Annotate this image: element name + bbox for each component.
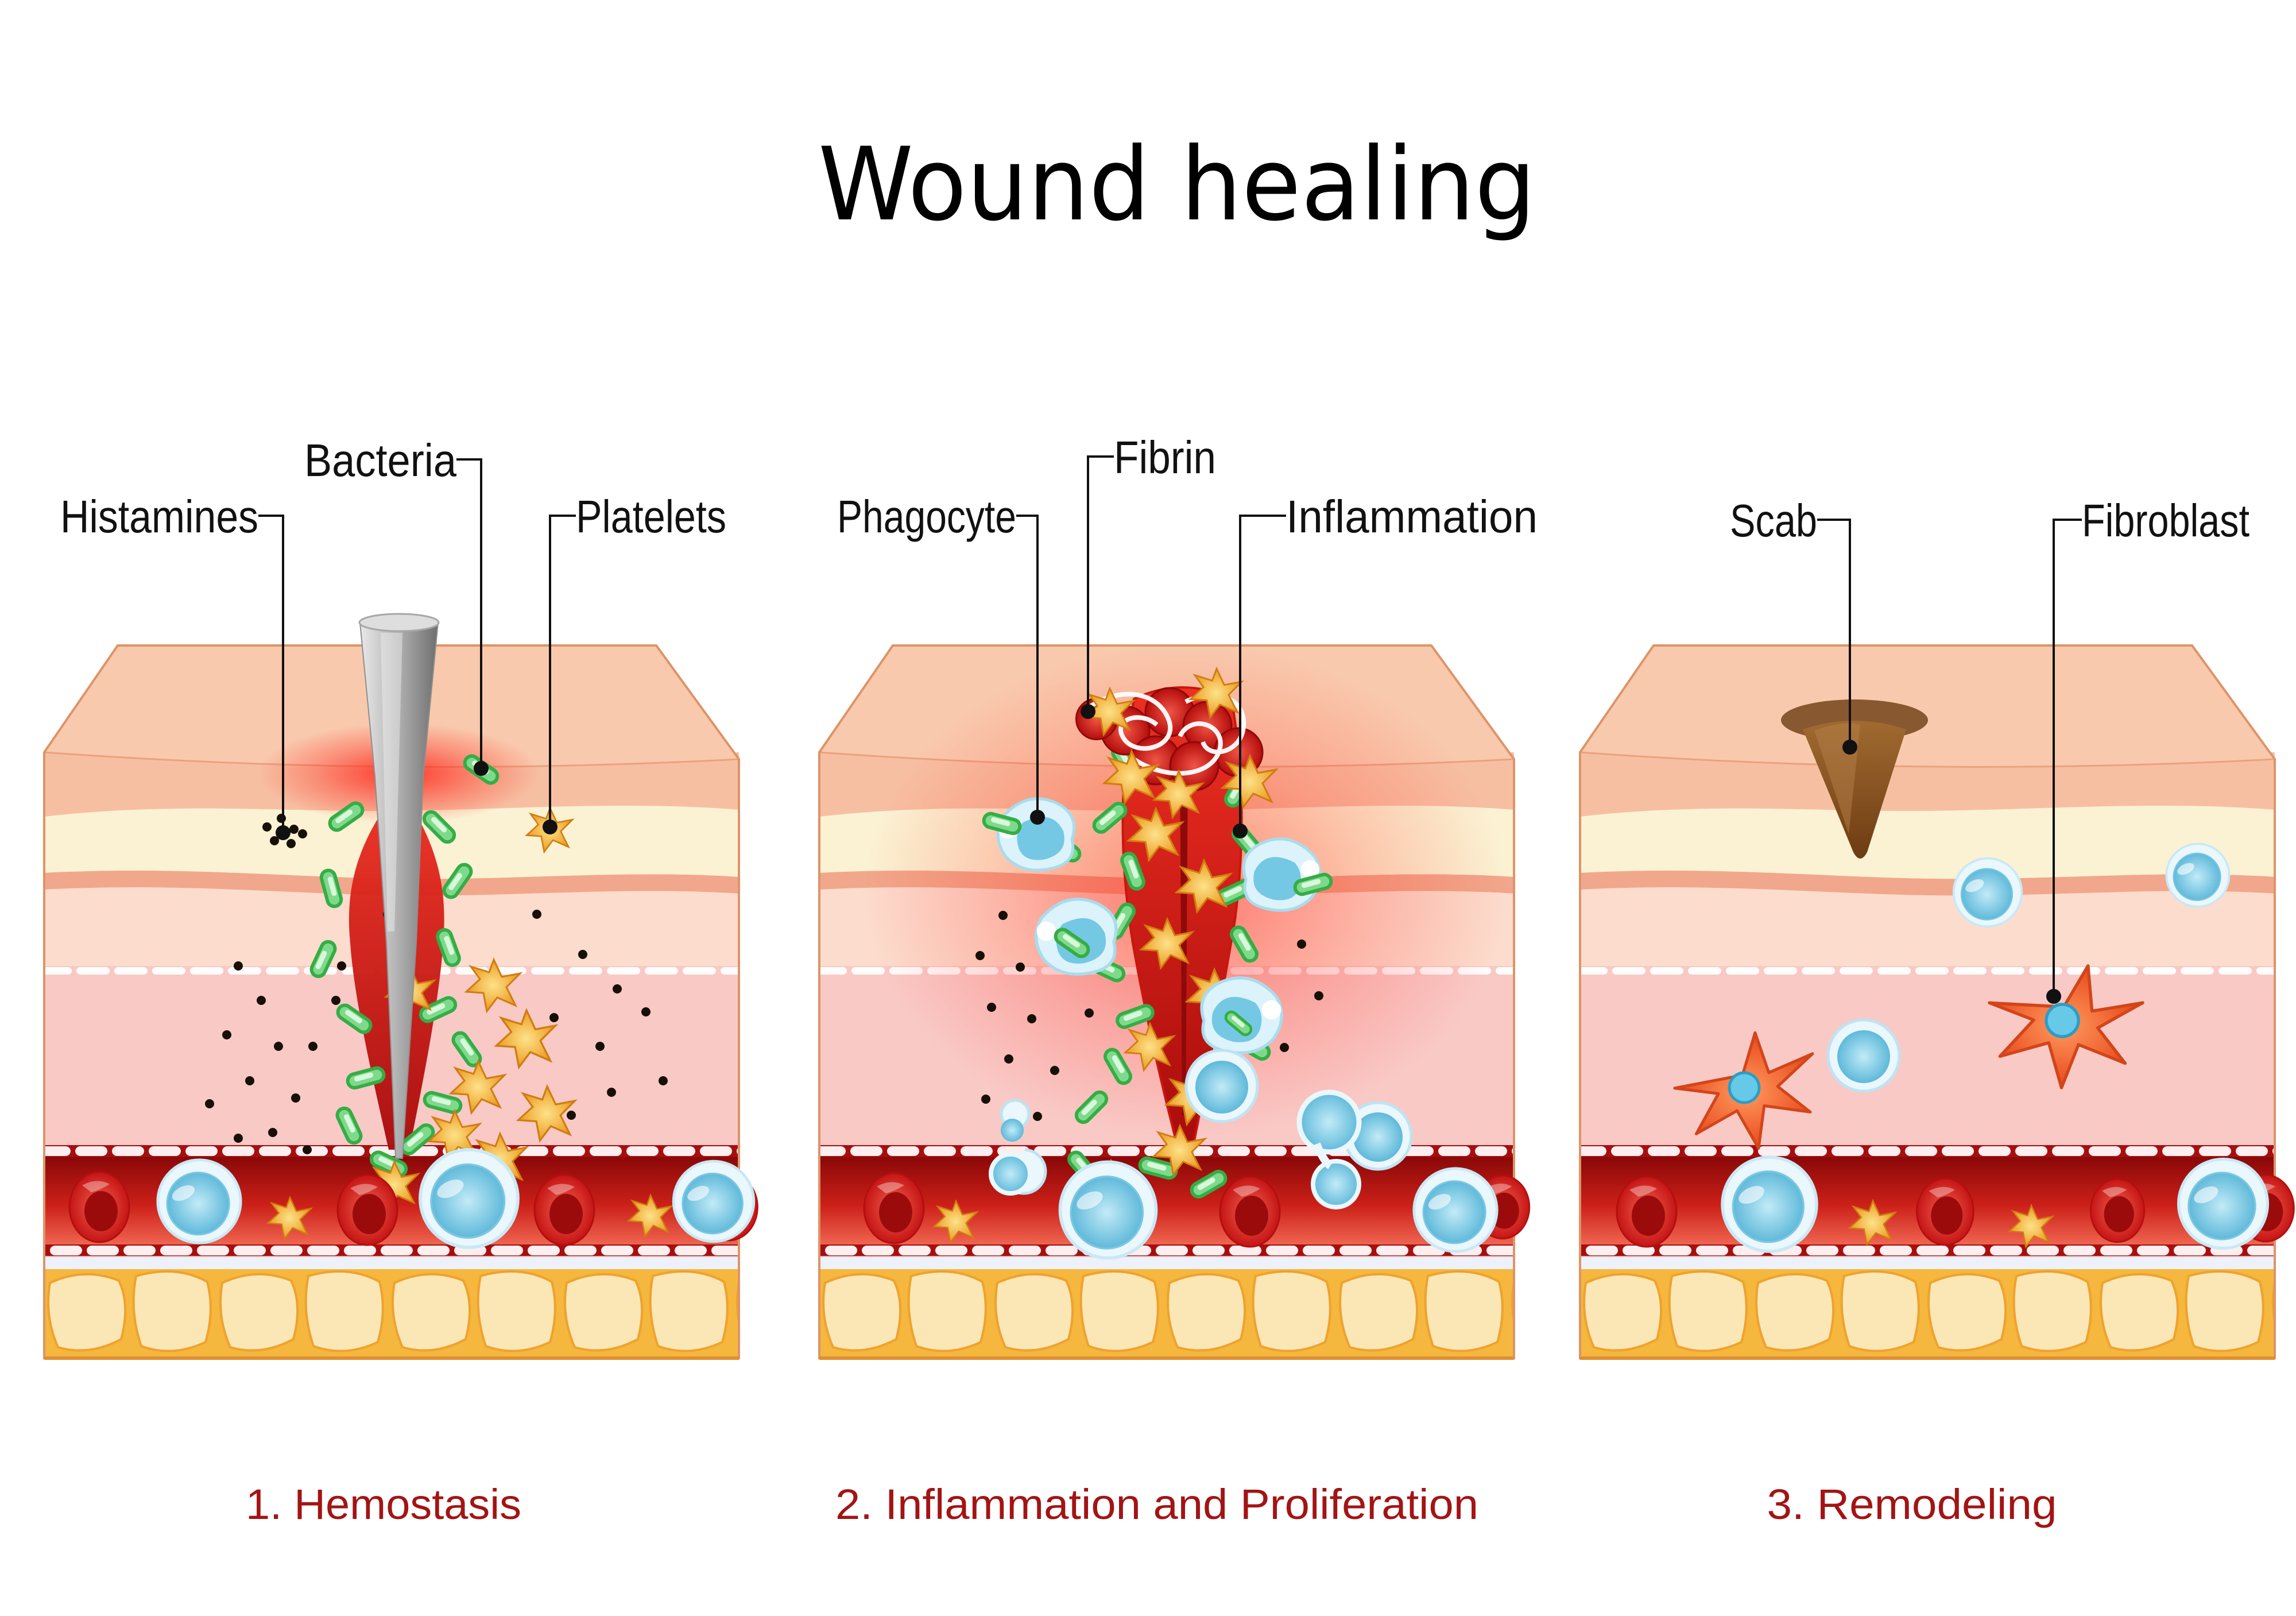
white-cells bbox=[1826, 842, 2231, 1093]
caption-stage-1: 1. Hemostasis bbox=[246, 1480, 521, 1528]
leader-phagocyte bbox=[1016, 515, 1039, 815]
label-fibrin: Fibrin bbox=[1114, 432, 1216, 483]
nail bbox=[358, 613, 440, 1159]
histamine-specks bbox=[205, 814, 668, 1154]
leader-histamines bbox=[258, 515, 284, 832]
page-title: Wound healing bbox=[818, 126, 1536, 243]
leader-bacteria bbox=[456, 458, 482, 767]
label-platelets: Platelets bbox=[576, 491, 726, 542]
label-histamines: Histamines bbox=[60, 491, 258, 542]
label-bacteria: Bacteria bbox=[304, 435, 456, 486]
migrating-white-cells bbox=[989, 1049, 1413, 1209]
leader-fibroblast bbox=[2053, 519, 2082, 995]
blood-clot bbox=[1075, 667, 1277, 818]
leader-platelets bbox=[549, 515, 576, 826]
label-inflammation: Inflammation bbox=[1286, 491, 1538, 542]
caption-stage-2: 2. Inflammation and Proliferation bbox=[835, 1480, 1478, 1528]
label-fibroblast: Fibroblast bbox=[2082, 495, 2249, 546]
label-scab: Scab bbox=[1730, 495, 1817, 546]
panel-inflammation bbox=[819, 644, 1531, 1358]
label-phagocyte: Phagocyte bbox=[837, 491, 1016, 542]
leader-scab bbox=[1817, 519, 1851, 745]
panel-remodeling bbox=[1580, 645, 2295, 1358]
panel-hemostasis bbox=[44, 613, 758, 1358]
caption-stage-3: 3. Remodeling bbox=[1767, 1480, 2057, 1528]
leader-fibrin bbox=[1087, 455, 1114, 710]
leader-inflammation bbox=[1239, 515, 1286, 829]
skin-cross-section bbox=[1580, 645, 2275, 1358]
leader-lines bbox=[258, 455, 2082, 995]
